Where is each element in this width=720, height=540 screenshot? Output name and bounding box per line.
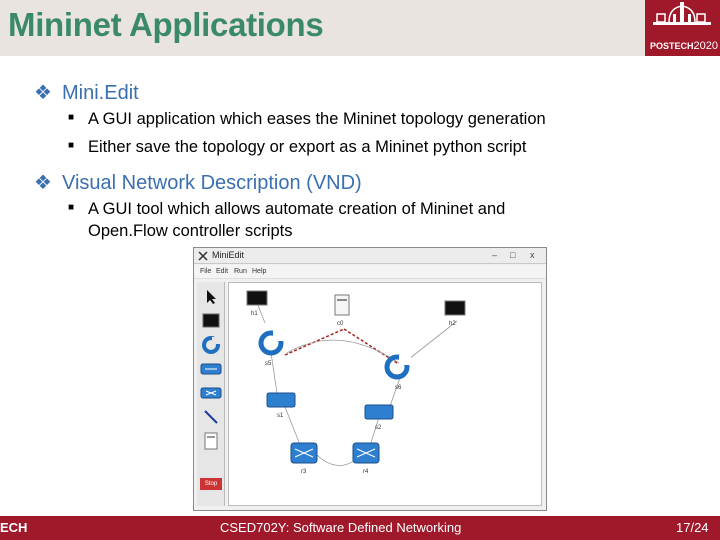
- square-bullet-icon: ■: [68, 140, 75, 152]
- select-tool[interactable]: [200, 286, 222, 308]
- sub-bullet-text: Open.Flow controller scripts: [88, 222, 293, 240]
- controller-node-s6[interactable]: [384, 354, 411, 380]
- square-bullet-icon: ■: [68, 202, 75, 214]
- controller-tool[interactable]: [200, 334, 222, 356]
- menu-help[interactable]: Help: [252, 268, 267, 275]
- bullet-heading: Mini.Edit: [62, 82, 139, 104]
- maximize-button[interactable]: □: [510, 250, 516, 260]
- minimize-button[interactable]: –: [492, 250, 498, 260]
- sub-bullet: ■ A GUI application which eases the Minin…: [68, 110, 546, 129]
- university-emblem-icon: [653, 2, 711, 25]
- node-label-s5: s5: [265, 361, 272, 367]
- link-lines: [256, 302, 458, 466]
- slide-title: Mininet Applications: [8, 6, 324, 43]
- router-node-r4-mark: [356, 448, 376, 458]
- sub-bullet: ■ Either save the topology or export as a…: [68, 138, 526, 157]
- switch-node-s2[interactable]: [364, 404, 394, 420]
- controller-node-c0[interactable]: [334, 294, 350, 316]
- stop-button[interactable]: Stop: [200, 478, 222, 490]
- footer-bar: ECH CSED702Y: Software Defined Networkin…: [0, 516, 720, 540]
- sub-bullet-text: A GUI application which eases the Minine…: [88, 110, 546, 128]
- square-bullet-icon: ■: [68, 112, 75, 124]
- postech-logo: POSTECH2020: [645, 0, 720, 56]
- topology-canvas[interactable]: h1 c0 h2 s5 s6 s1: [228, 282, 542, 506]
- footer-org: ECH: [0, 520, 28, 535]
- sub-bullet-text: A GUI tool which allows automate creatio…: [88, 200, 506, 218]
- sub-bullet-continuation: Open.Flow controller scripts: [88, 222, 293, 241]
- menu-run[interactable]: Run: [234, 268, 247, 275]
- host-node-h1[interactable]: [246, 290, 268, 306]
- bullet-vnd: ❖ Visual Network Description (VND): [34, 170, 362, 195]
- host-tool[interactable]: [200, 310, 222, 332]
- node-label-r4: r4: [363, 469, 369, 475]
- link-tool[interactable]: [200, 406, 222, 428]
- diamond-bullet-icon: ❖: [34, 82, 52, 104]
- diamond-bullet-icon: ❖: [34, 172, 52, 194]
- close-button[interactable]: x: [530, 250, 535, 260]
- node-label-h2: h2: [449, 321, 456, 327]
- sub-bullet-text: Either save the topology or export as a …: [88, 138, 527, 156]
- sub-bullet: ■ A GUI tool which allows automate creati…: [68, 200, 505, 219]
- window-title: MiniEdit: [212, 250, 245, 260]
- title-bar: Mininet Applications POSTECH2020: [0, 0, 720, 56]
- select-icon: [207, 290, 216, 304]
- bullet-miniedit: ❖ Mini.Edit: [34, 80, 139, 105]
- host-icon: [202, 313, 220, 328]
- controller-node-c0-detail: [337, 299, 347, 301]
- node-label-s2: s2: [375, 425, 382, 431]
- switch-icon: [200, 363, 222, 375]
- node-label-h1: h1: [251, 311, 258, 317]
- netbook-icon: [204, 432, 218, 450]
- switch-tool[interactable]: [200, 358, 222, 380]
- router-tool[interactable]: [200, 382, 222, 404]
- page-number: 17/24: [676, 520, 709, 535]
- bullet-heading: Visual Network Description (VND): [62, 172, 362, 194]
- window-titlebar: MiniEdit – □ x: [194, 248, 546, 264]
- menu-file[interactable]: File: [200, 268, 212, 275]
- router-node-r3-mark: [294, 448, 314, 458]
- switch-node-s1[interactable]: [266, 392, 296, 408]
- app-icon: [198, 251, 208, 261]
- link-icon: [204, 410, 218, 424]
- host-node-h2[interactable]: [444, 300, 466, 316]
- node-label-s1: s1: [277, 413, 284, 419]
- controller-node-s5[interactable]: [258, 330, 285, 356]
- tool-palette: Stop: [197, 282, 225, 506]
- node-label-r3: r3: [301, 469, 307, 475]
- menubar: File Edit Run Help: [194, 265, 546, 279]
- topology-graph: h1 c0 h2 s5 s6 s1: [246, 290, 466, 475]
- node-label-s6: s6: [395, 385, 402, 391]
- menu-edit[interactable]: Edit: [216, 268, 229, 275]
- node-label-c0: c0: [337, 321, 344, 327]
- footer-course: CSED702Y: Software Defined Networking: [220, 520, 462, 535]
- controller-icon: [202, 336, 220, 354]
- router-icon: [200, 387, 222, 399]
- logo-text: POSTECH2020: [650, 40, 718, 52]
- netbook-tool[interactable]: [200, 430, 222, 452]
- miniedit-screenshot: MiniEdit – □ x File Edit Run Help St: [193, 247, 547, 511]
